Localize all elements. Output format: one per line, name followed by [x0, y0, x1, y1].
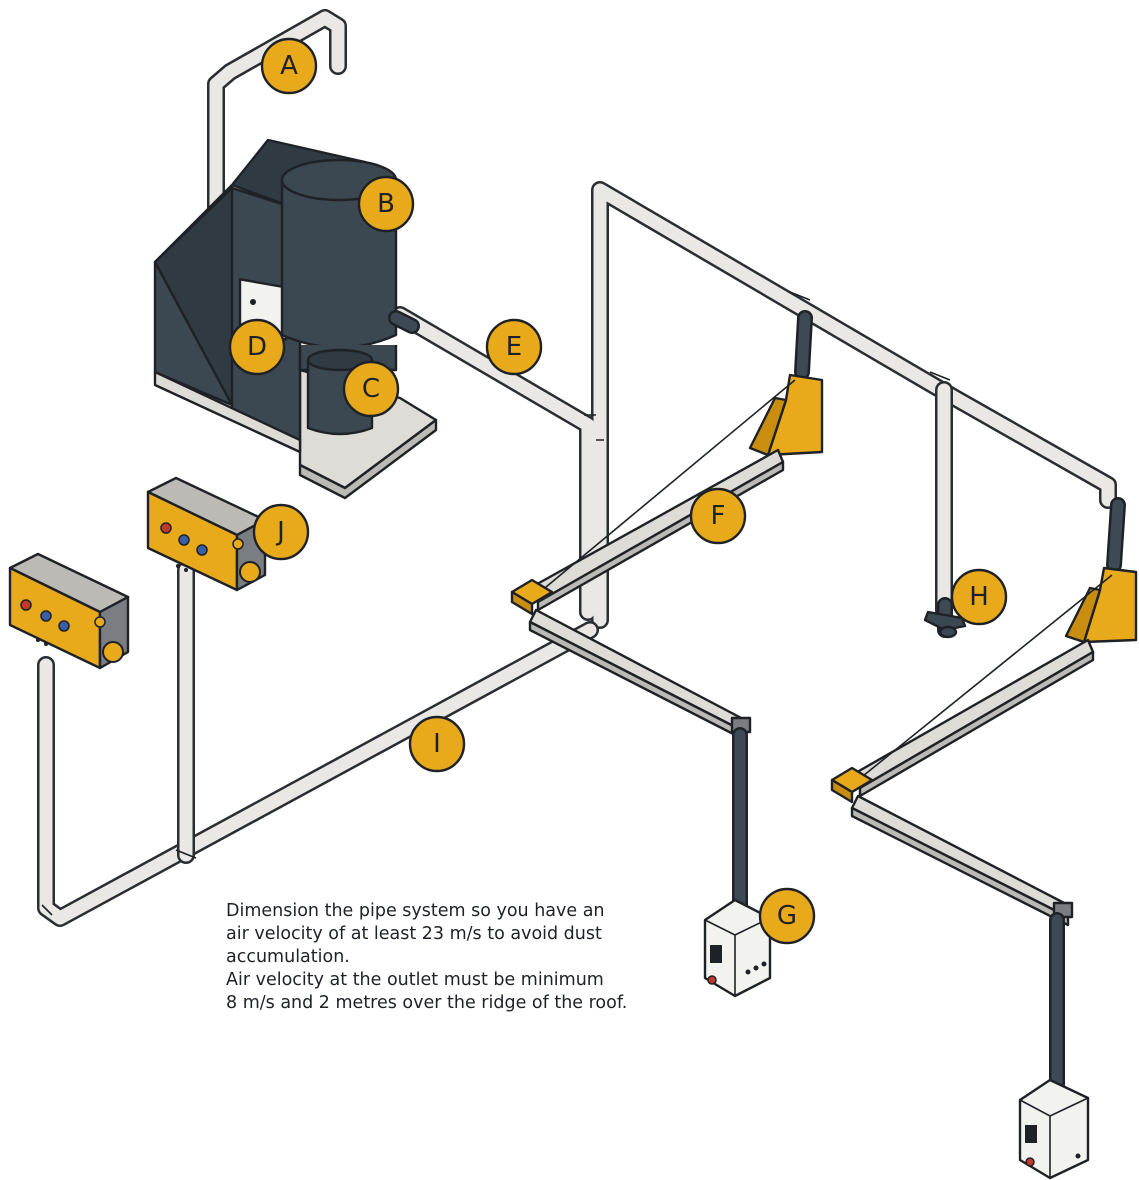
callout-c: C	[344, 362, 398, 416]
callout-a-text: A	[280, 51, 298, 81]
design-note-line-3: accumulation.	[226, 946, 686, 969]
callout-b-text: B	[377, 189, 395, 219]
design-note: Dimension the pipe system so you have an…	[226, 900, 686, 1015]
callout-h-text: H	[969, 582, 989, 612]
callout-a: A	[262, 39, 316, 93]
callout-h: H	[952, 570, 1006, 624]
callout-g: G	[760, 889, 814, 943]
main-duct-network	[400, 190, 1108, 620]
callout-f-text: F	[711, 501, 726, 531]
callout-b: B	[359, 177, 413, 231]
callout-i-text: I	[433, 729, 441, 759]
callout-d-text: D	[247, 332, 267, 362]
design-note-line-2: air velocity of at least 23 m/s to avoid…	[226, 923, 686, 946]
callout-j: J	[254, 505, 308, 559]
callout-e: E	[487, 320, 541, 374]
control-box-left	[10, 554, 128, 668]
callout-c-text: C	[362, 374, 380, 404]
design-note-line-4: Air velocity at the outlet must be minim…	[226, 969, 686, 992]
design-note-line-5: 8 m/s and 2 metres over the ridge of the…	[226, 992, 686, 1015]
callout-j-text: J	[275, 517, 285, 547]
callout-i: I	[410, 717, 464, 771]
callout-d: D	[230, 320, 284, 374]
callout-f: F	[691, 489, 745, 543]
control-box-j	[148, 478, 265, 590]
callout-g-text: G	[777, 901, 797, 931]
callout-e-text: E	[506, 332, 522, 362]
design-note-line-1: Dimension the pipe system so you have an	[226, 900, 686, 923]
